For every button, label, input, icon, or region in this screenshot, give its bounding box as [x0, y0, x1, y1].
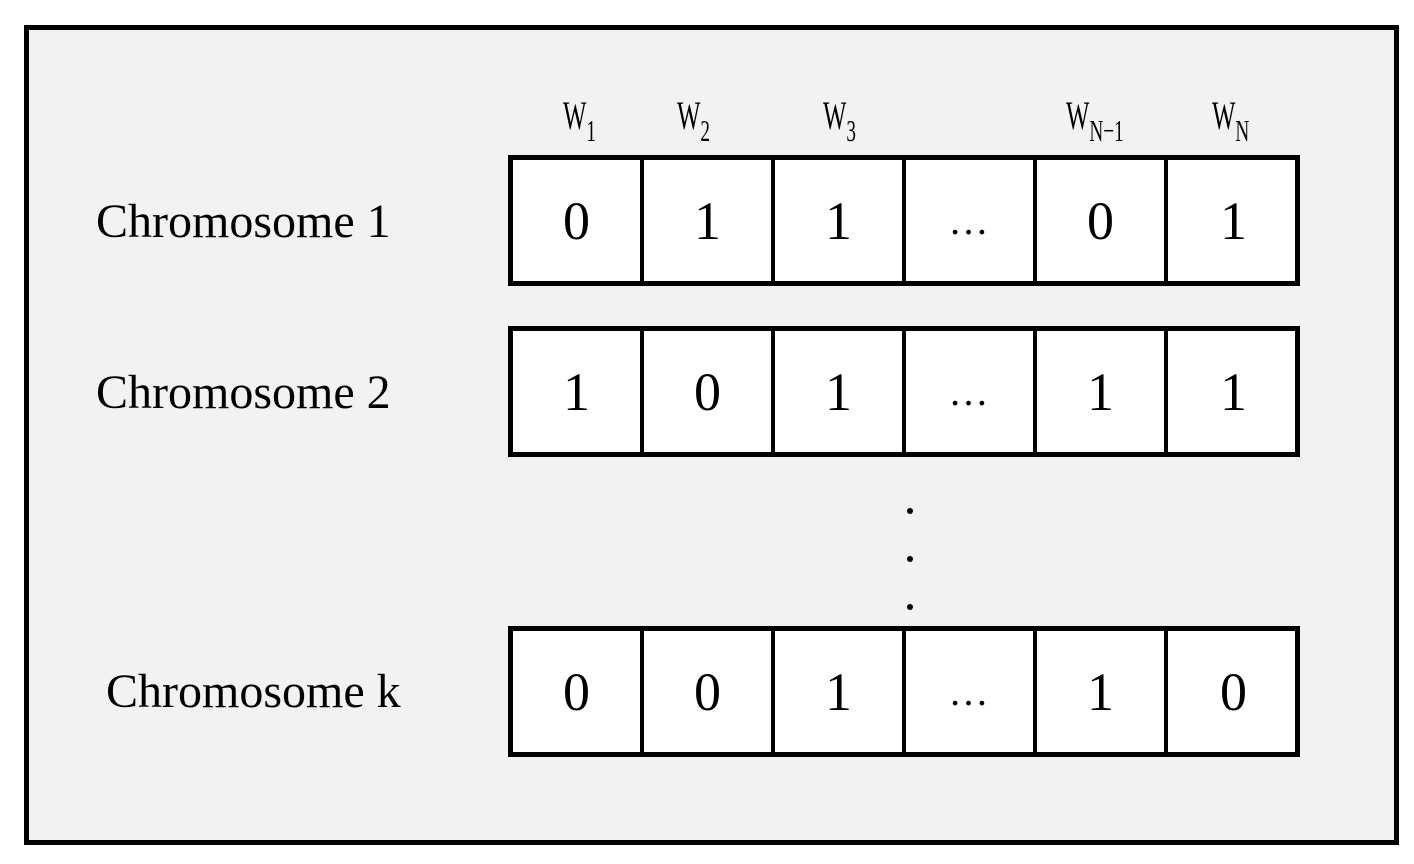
chromosome-2-row: 1 0 1 … 1 1 [508, 326, 1300, 457]
gene-cell: 1 [1220, 361, 1247, 422]
ellipsis-cell: … [906, 160, 1037, 281]
gene-cell: 0 [1037, 160, 1168, 281]
column-header-wn-1: WN−1 [1066, 93, 1124, 148]
chromosome-2-label: Chromosome 2 [96, 366, 391, 419]
gene-cell: 1 [1037, 631, 1168, 752]
gene-cell: 1 [644, 160, 775, 281]
column-header-w1: W1 [563, 93, 597, 148]
gene-cell: 1 [775, 160, 906, 281]
vertical-ellipsis-dot [907, 556, 913, 562]
gene-cell: 0 [1220, 661, 1247, 722]
gene-cell: 0 [513, 160, 644, 281]
chromosome-1-label: Chromosome 1 [96, 195, 391, 248]
gene-cell: 1 [1220, 190, 1247, 251]
column-header-wn: WN [1212, 93, 1250, 148]
column-header-w2: W2 [677, 93, 711, 148]
vertical-ellipsis-dot [907, 508, 913, 514]
ellipsis-cell: … [906, 631, 1037, 752]
gene-cell: 1 [775, 631, 906, 752]
gene-cell: 0 [644, 331, 775, 452]
gene-cell: 0 [644, 631, 775, 752]
chromosome-k-label: Chromosome k [106, 665, 401, 718]
gene-cell: 1 [1037, 331, 1168, 452]
gene-cell: 0 [513, 631, 644, 752]
ellipsis-cell: … [906, 331, 1037, 452]
gene-cell: 1 [775, 331, 906, 452]
vertical-ellipsis-dot [907, 604, 913, 610]
column-header-w3: W3 [823, 93, 857, 148]
gene-cell: 1 [513, 331, 644, 452]
chromosome-1-row: 0 1 1 … 0 1 [508, 155, 1300, 286]
chromosome-k-row: 0 0 1 … 1 0 [508, 626, 1300, 757]
